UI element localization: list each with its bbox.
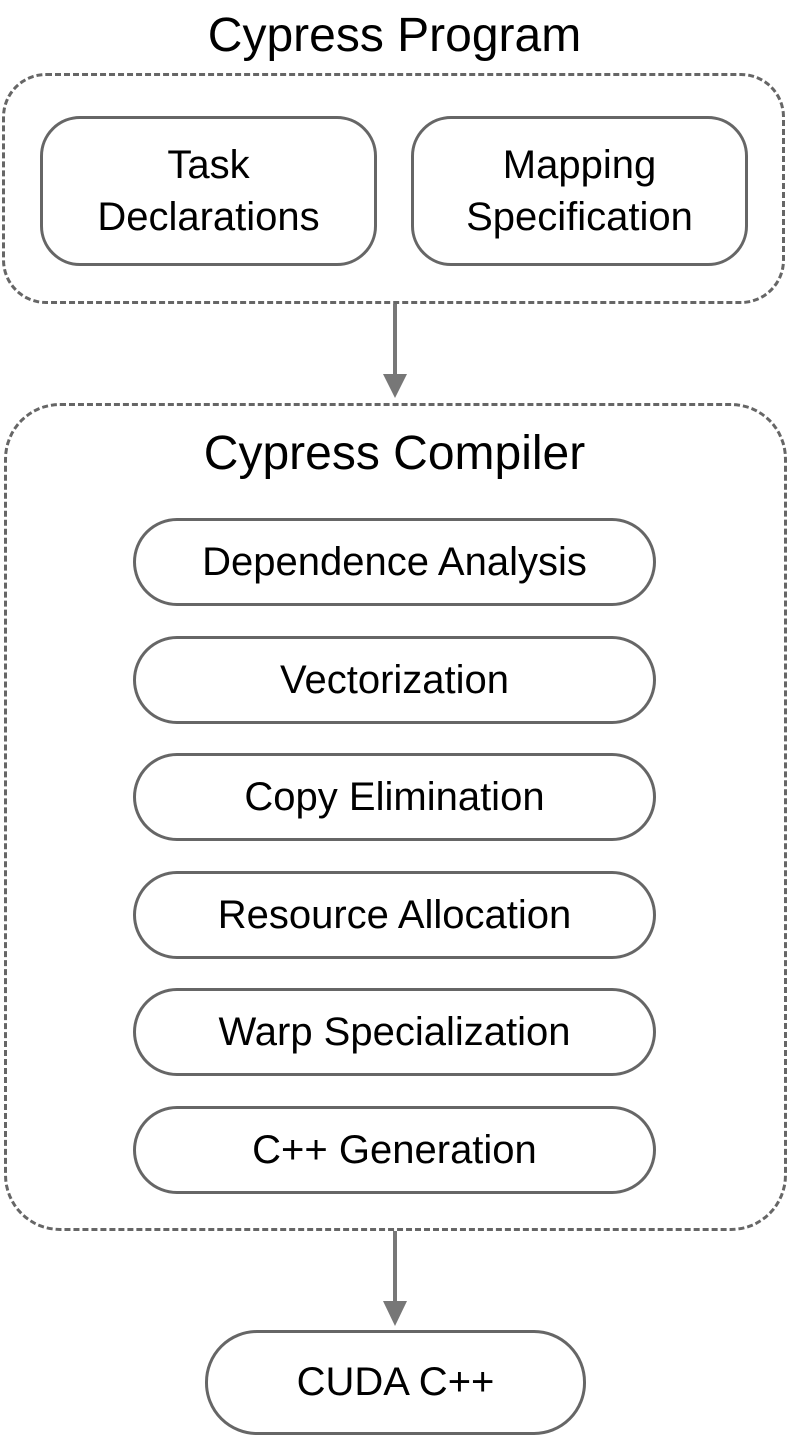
warp-specialization-label: Warp Specialization — [218, 1009, 571, 1054]
warp-specialization-pass-box: Warp Specialization — [133, 988, 656, 1076]
cuda-cpp-output-box: CUDA C++ — [205, 1330, 586, 1435]
cypress-program-title: Cypress Program — [207, 9, 582, 62]
task-declarations-box: Task Declarations — [40, 116, 377, 266]
cypress-program-group — [2, 73, 785, 304]
cpp-generation-label: C++ Generation — [252, 1127, 537, 1172]
copy-elimination-label: Copy Elimination — [244, 774, 545, 819]
vectorization-label: Vectorization — [279, 657, 510, 702]
cypress-compiler-title: Cypress Compiler — [203, 427, 586, 480]
mapping-specification-box: Mapping Specification — [411, 116, 748, 266]
dependence-analysis-pass-box: Dependence Analysis — [133, 518, 656, 606]
resource-allocation-pass-box: Resource Allocation — [133, 871, 656, 959]
compiler-to-cuda-arrowhead — [383, 1301, 407, 1326]
vectorization-pass-box: Vectorization — [133, 636, 656, 724]
copy-elimination-pass-box: Copy Elimination — [133, 753, 656, 841]
dependence-analysis-label: Dependence Analysis — [202, 539, 587, 584]
task-declarations-label-line-1: Task — [167, 143, 250, 187]
cuda-cpp-label: CUDA C++ — [296, 1360, 495, 1404]
mapping-specification-label-line-1: Mapping — [502, 143, 657, 187]
resource-allocation-label: Resource Allocation — [217, 892, 572, 937]
mapping-specification-label-line-2: Specification — [466, 195, 693, 239]
program-to-compiler-arrowhead — [383, 374, 407, 398]
cpp-generation-pass-box: C++ Generation — [133, 1106, 656, 1194]
task-declarations-label-line-2: Declarations — [97, 195, 320, 239]
cypress-compiler-group — [4, 403, 787, 1231]
